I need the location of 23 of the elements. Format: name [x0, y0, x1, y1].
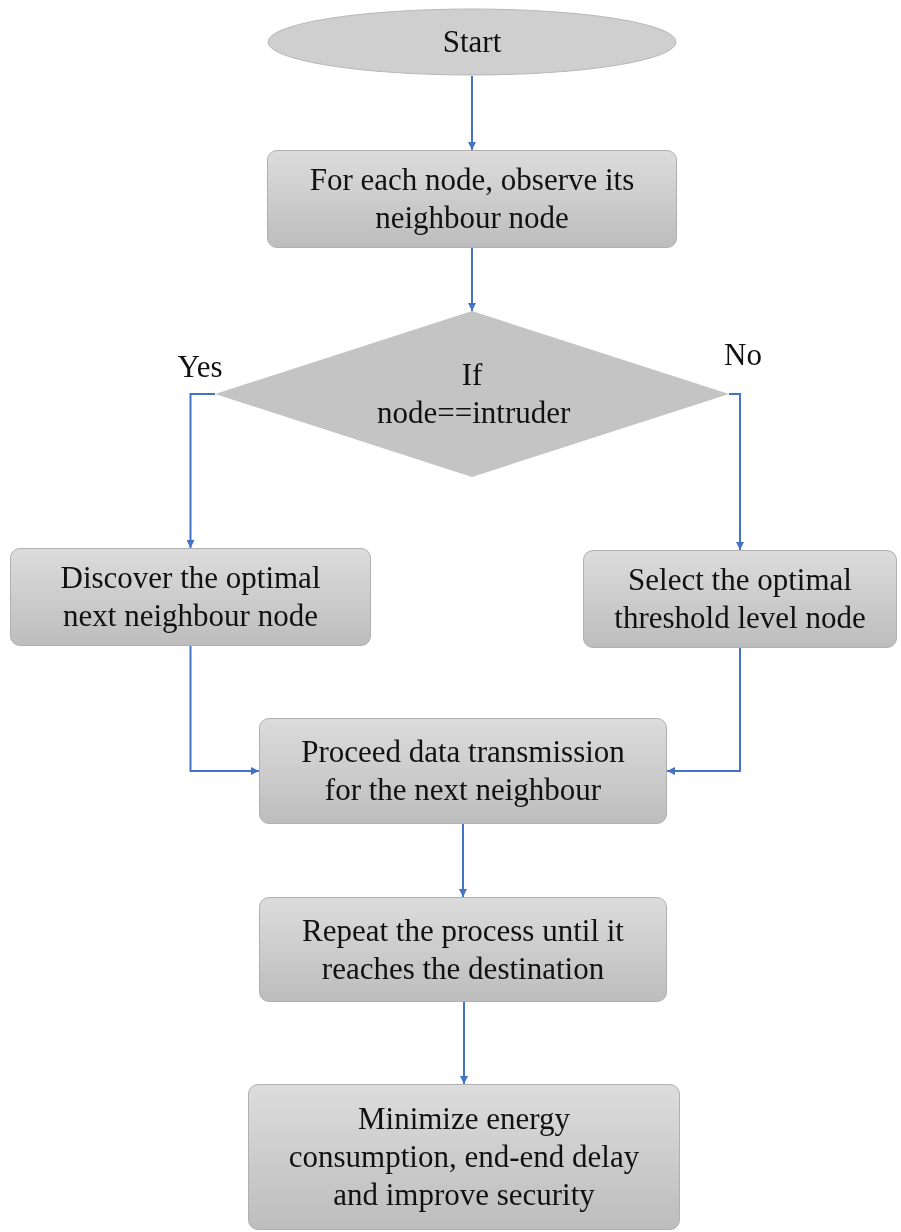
arrow	[468, 247, 476, 312]
arrow	[459, 823, 467, 898]
process-box	[259, 718, 667, 824]
arrow	[189, 645, 260, 775]
box-text: Repeat the process until it reaches the destination	[301, 911, 625, 988]
box-text: Proceed data transmission for the next neighbour	[300, 733, 626, 809]
process-box	[259, 897, 667, 1002]
box-text: For each node, observe its neighbour node	[308, 161, 636, 237]
process-box	[10, 548, 371, 646]
box-text: Minimize energy consumption, end-end delay and improve security	[287, 1100, 641, 1214]
arrow	[460, 1001, 468, 1085]
arrow	[728, 393, 744, 551]
box-text: Select the optimal threshold level node	[613, 561, 867, 637]
arrow	[468, 75, 476, 151]
start-ellipse	[267, 8, 677, 76]
process-box	[267, 150, 677, 248]
process-box	[583, 550, 897, 648]
arrow	[186, 393, 216, 549]
arrow	[666, 647, 741, 775]
box-text: Start	[441, 23, 503, 61]
process-box	[248, 1084, 680, 1230]
box-text: If node==intruder	[376, 356, 572, 432]
box-text: Discover the optimal next neighbour node	[59, 559, 322, 635]
